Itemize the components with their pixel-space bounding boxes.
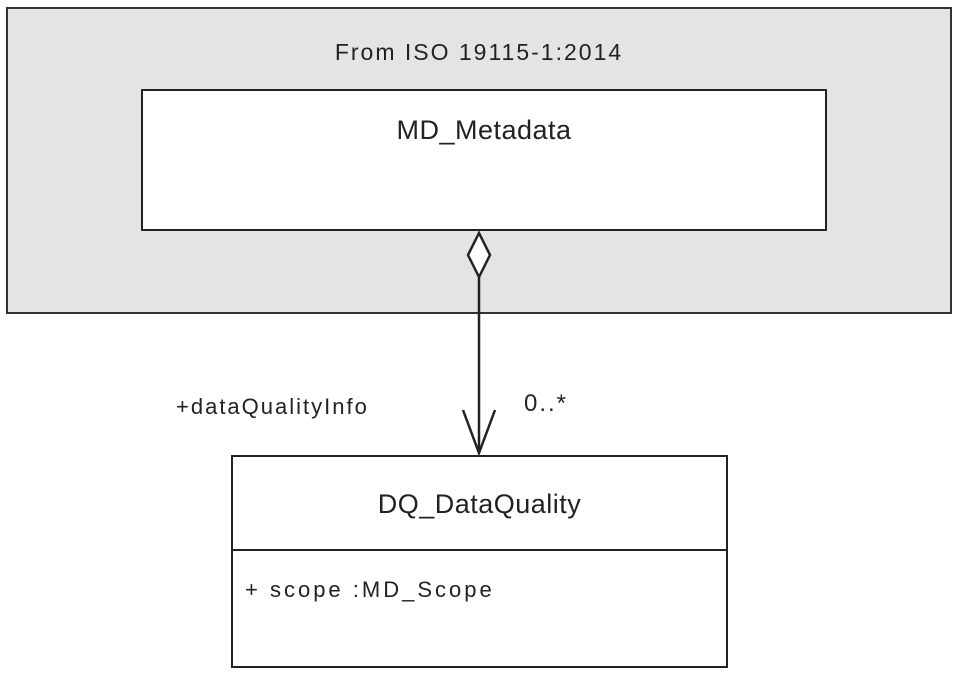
class-md-metadata[interactable]: MD_Metadata bbox=[141, 89, 827, 231]
aggregation-diamond-icon bbox=[466, 230, 492, 280]
class-name-dq-dataquality: DQ_DataQuality bbox=[377, 489, 582, 519]
role-label: +dataQualityInfo bbox=[176, 394, 369, 419]
multiplicity-label: 0..* bbox=[524, 390, 569, 417]
navigation-arrow-icon bbox=[461, 409, 497, 457]
class-divider bbox=[233, 549, 726, 551]
class-dq-dataquality[interactable]: DQ_DataQuality + scope :MD_Scope bbox=[231, 455, 728, 668]
class-name-md-metadata: MD_Metadata bbox=[396, 115, 572, 145]
package-title: From ISO 19115-1:2014 bbox=[334, 39, 624, 65]
attribute-scope: + scope :MD_Scope bbox=[245, 577, 495, 602]
